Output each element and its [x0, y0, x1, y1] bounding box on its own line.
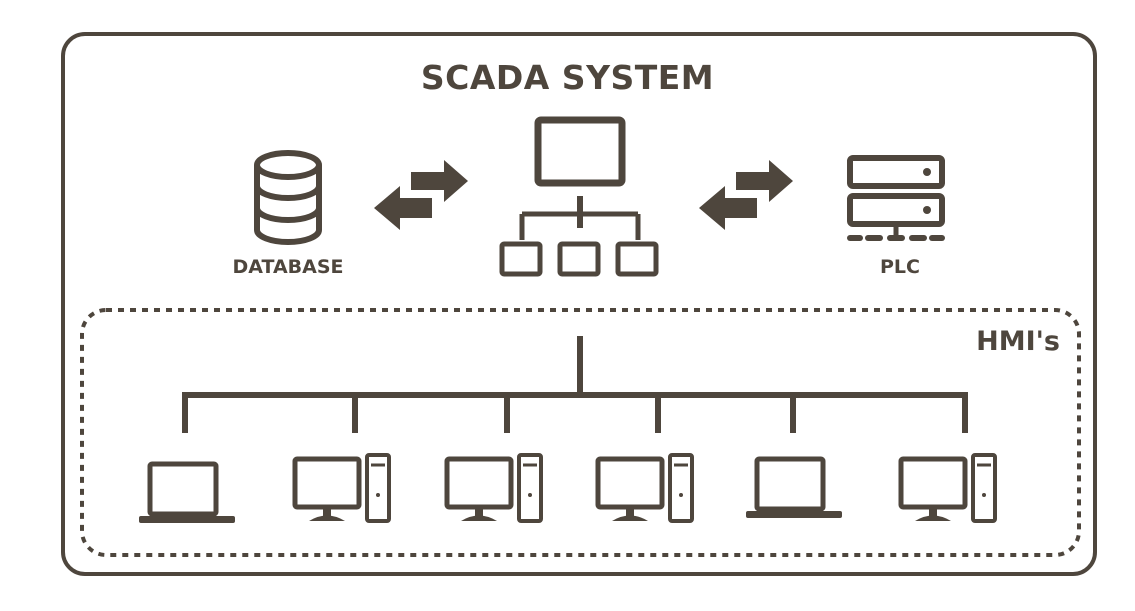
bidirectional-arrow-icon [374, 160, 468, 230]
desktop-tower-icon [447, 455, 541, 521]
desktop-tower-icon [901, 455, 995, 521]
hmi-group-frame [80, 308, 1081, 557]
network-server-icon [499, 116, 659, 277]
hmi-group-label: HMI's [976, 326, 1060, 357]
database-icon [254, 150, 322, 245]
bidirectional-arrow-icon [699, 160, 793, 230]
diagram-title: SCADA SYSTEM [420, 58, 715, 97]
desktop-tower-icon [295, 455, 389, 521]
scada-system-frame [61, 32, 1097, 576]
desktop-tower-icon [598, 455, 692, 521]
hmi-bus-lines [182, 336, 968, 433]
plc-label: PLC [880, 256, 920, 278]
plc-rack-icon [847, 155, 945, 241]
laptop-icon [139, 464, 235, 523]
database-label: DATABASE [232, 256, 344, 278]
laptop-icon [746, 459, 842, 518]
